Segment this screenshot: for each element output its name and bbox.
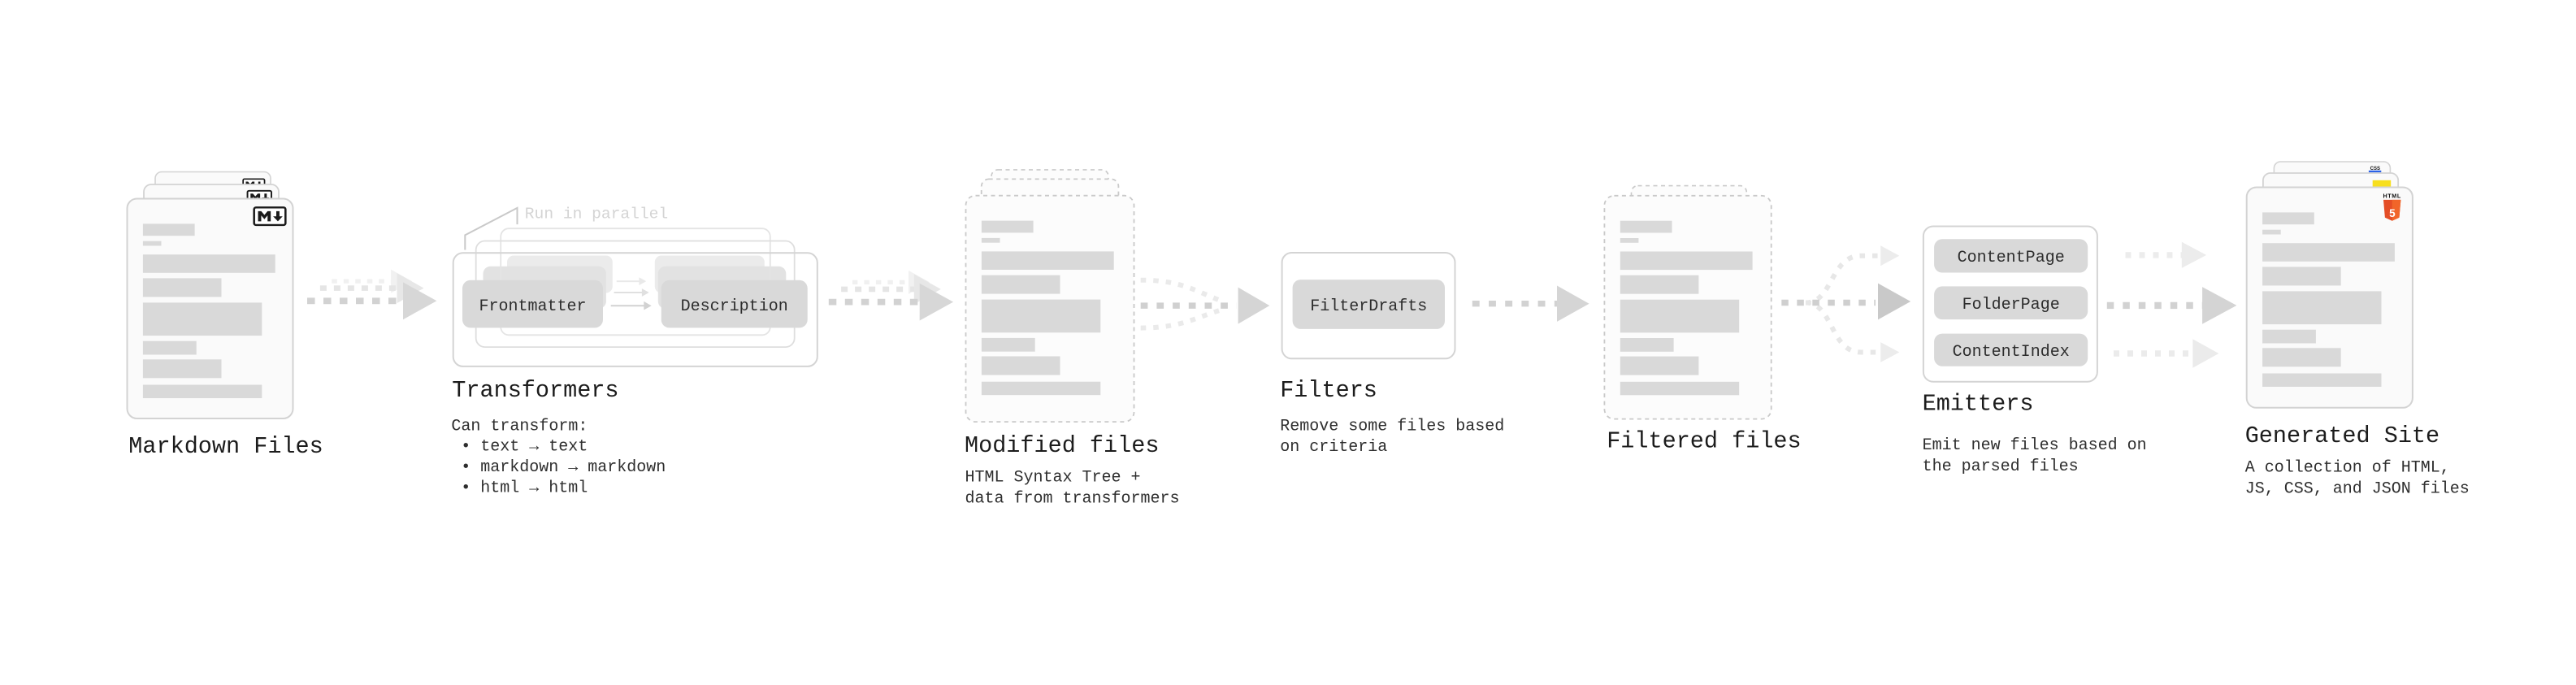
svg-text:Can transform:: Can transform: [451, 417, 588, 436]
svg-text:Description: Description [681, 297, 788, 316]
svg-text:Modified files: Modified files [965, 432, 1159, 459]
svg-text:HTML Syntax Tree +: HTML Syntax Tree + [965, 469, 1141, 488]
svg-text:5: 5 [2389, 207, 2396, 219]
svg-text:ContentIndex: ContentIndex [1953, 343, 2070, 362]
svg-text:• text → text: • text → text [461, 438, 588, 457]
svg-text:the parsed files: the parsed files [1923, 457, 2079, 476]
svg-text:data from transformers: data from transformers [965, 489, 1180, 508]
svg-text:Run in parallel: Run in parallel [525, 206, 668, 223]
svg-text:HTML: HTML [2383, 193, 2401, 200]
svg-text:JS, CSS, and JSON files: JS, CSS, and JSON files [2245, 480, 2470, 499]
svg-text:• markdown → markdown: • markdown → markdown [461, 458, 666, 477]
svg-text:Emitters: Emitters [1923, 391, 2034, 418]
svg-text:Transformers: Transformers [452, 377, 618, 404]
svg-text:Filters: Filters [1280, 377, 1377, 404]
svg-text:Filtered files: Filtered files [1607, 427, 1801, 454]
svg-text:A collection of HTML,: A collection of HTML, [2245, 458, 2450, 477]
svg-text:Frontmatter: Frontmatter [479, 297, 586, 316]
svg-text:FilterDrafts: FilterDrafts [1310, 297, 1427, 316]
svg-text:on criteria: on criteria [1280, 438, 1387, 457]
svg-text:Generated Site: Generated Site [2245, 423, 2439, 449]
svg-text:Markdown Files: Markdown Files [128, 433, 323, 460]
svg-text:FolderPage: FolderPage [1962, 296, 2060, 314]
svg-text:Emit new files based on: Emit new files based on [1923, 436, 2147, 455]
svg-text:ContentPage: ContentPage [1958, 249, 2065, 267]
svg-text:Remove some files based: Remove some files based [1280, 418, 1504, 436]
svg-text:CSS: CSS [2370, 167, 2380, 171]
svg-text:• html → html: • html → html [461, 479, 588, 498]
